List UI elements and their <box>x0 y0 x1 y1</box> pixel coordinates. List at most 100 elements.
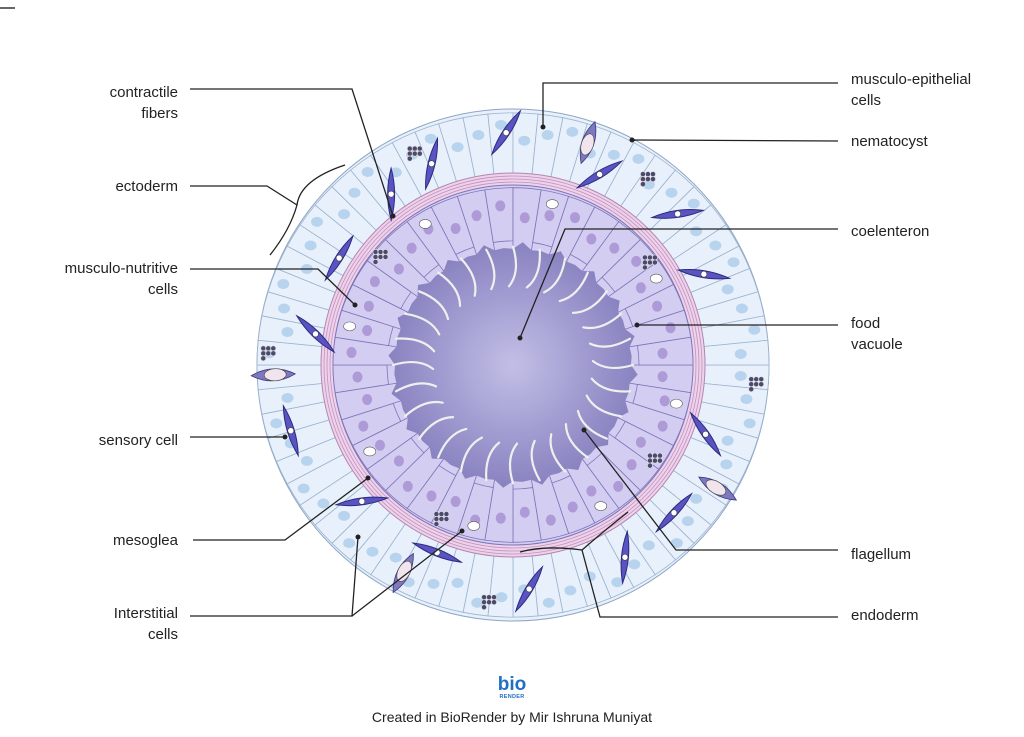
interstitial-cell <box>753 381 760 388</box>
endoderm-nucleus <box>657 371 668 383</box>
ectoderm-nucleus <box>690 226 703 237</box>
endoderm-nucleus <box>362 325 373 337</box>
flagellum <box>437 427 468 459</box>
endoderm-nucleus <box>402 480 413 492</box>
interstitial-cell <box>645 176 651 183</box>
flagellum <box>588 337 632 348</box>
flagellum <box>508 442 519 485</box>
ectoderm-nucleus <box>665 187 678 198</box>
endoderm-nucleus <box>346 346 357 358</box>
interstitial-cell <box>486 599 492 606</box>
interstitial-cell <box>270 345 277 352</box>
flagellum <box>459 436 484 473</box>
ectoderm-nucleus <box>451 577 464 588</box>
flagellum <box>418 416 455 440</box>
interstitial-cell <box>647 457 653 464</box>
leader-dot-nematocyst <box>629 137 635 143</box>
interstitial-cell <box>411 145 418 152</box>
interstitial-cell <box>270 350 277 357</box>
ectoderm-nucleus <box>642 179 655 190</box>
dark-cell <box>514 565 544 613</box>
ectoderm-nucleus <box>300 456 313 467</box>
interstitial-cell <box>657 452 663 459</box>
endoderm-nucleus <box>545 514 556 526</box>
ectoderm-nucleus <box>607 149 620 160</box>
interstitial-cell <box>641 259 648 266</box>
endoderm-nucleus <box>406 242 417 254</box>
dark-cell-nucleus <box>525 585 533 593</box>
interstitial-cell <box>438 516 445 523</box>
interstitial-cell <box>641 254 648 261</box>
ectoderm-nucleus <box>632 153 645 164</box>
dark-cell-nucleus <box>287 427 295 434</box>
ectoderm-nucleus <box>281 392 294 403</box>
endoderm-nucleus <box>635 282 646 294</box>
interstitial-cell <box>406 150 413 157</box>
label-endoderm: endoderm <box>851 607 919 624</box>
interstitial-cell <box>406 155 413 162</box>
interstitial-cell <box>641 264 648 271</box>
dark-cell-nucleus <box>700 270 708 278</box>
dark-cell <box>654 492 694 534</box>
flagellum <box>459 257 477 297</box>
ectoderm-nucleus <box>564 585 577 596</box>
credit-text: Created in BioRender by Mir Ishruna Muni… <box>371 709 653 725</box>
endoderm-nucleus <box>495 200 506 212</box>
endoderm-nucleus <box>544 210 555 222</box>
special-cells <box>250 109 765 613</box>
interstitial-cell <box>758 381 765 388</box>
interstitial-cell <box>650 176 656 183</box>
interstitial-cell <box>265 350 272 357</box>
interstitial-cell <box>652 452 658 459</box>
interstitial-cell <box>647 452 653 459</box>
ectoderm-nucleus <box>720 459 733 470</box>
interstitial-cell <box>260 350 267 357</box>
interstitial-cell <box>748 376 755 383</box>
endoderm-nucleus <box>495 512 506 524</box>
leader-coelenteron <box>519 228 838 339</box>
interstitial-cell <box>651 254 658 261</box>
ectoderm-nucleus <box>743 418 756 429</box>
endoderm-nucleus <box>631 255 642 267</box>
ectoderm-nucleus <box>427 578 440 589</box>
leader-interstitial-cells-2 <box>351 530 463 617</box>
flagellum <box>585 394 623 418</box>
leader-dot-mesoglea <box>365 475 371 481</box>
ectoderm-nucleus <box>361 166 374 177</box>
contractile-fiber <box>326 178 700 552</box>
endoderm-nucleus <box>393 455 404 467</box>
ectoderm-nucleus <box>727 257 740 268</box>
ectoderm-nucleus <box>389 552 402 563</box>
food-vacuole <box>670 398 683 409</box>
ectoderm-nucleus <box>278 303 291 314</box>
ectoderm-nucleus <box>311 216 324 227</box>
label-flagellum: flagellum <box>851 546 912 563</box>
endoderm-nucleus <box>450 496 461 508</box>
food-vacuole <box>545 199 559 209</box>
ectoderm-nucleus <box>471 597 484 608</box>
interstitial-cell <box>491 599 497 606</box>
ectoderm-nucleus <box>611 577 624 588</box>
interstitial-cell <box>433 516 440 523</box>
leader-endoderm <box>581 549 838 618</box>
nematocyst <box>392 552 414 594</box>
leader-contractile-fibers <box>190 88 394 217</box>
interstitial-cell <box>647 462 653 469</box>
ectoderm-brace <box>269 164 346 256</box>
interstitial-cell <box>372 258 379 265</box>
leader-dot-sensory-cell <box>282 434 288 440</box>
flagellum <box>549 433 567 473</box>
endoderm-nucleus <box>362 393 373 405</box>
dark-cell <box>425 136 439 191</box>
ectoderm-nucleus <box>317 498 330 509</box>
endoderm-nucleus <box>450 222 461 234</box>
ectoderm-nucleus <box>472 130 485 141</box>
interstitial-cell <box>748 381 755 388</box>
interstitial-cell <box>382 248 389 255</box>
nematocyst-thread <box>580 133 595 156</box>
ectoderm-nucleus <box>740 394 753 405</box>
coelenteron <box>388 242 638 488</box>
interstitial-cell <box>640 171 646 178</box>
